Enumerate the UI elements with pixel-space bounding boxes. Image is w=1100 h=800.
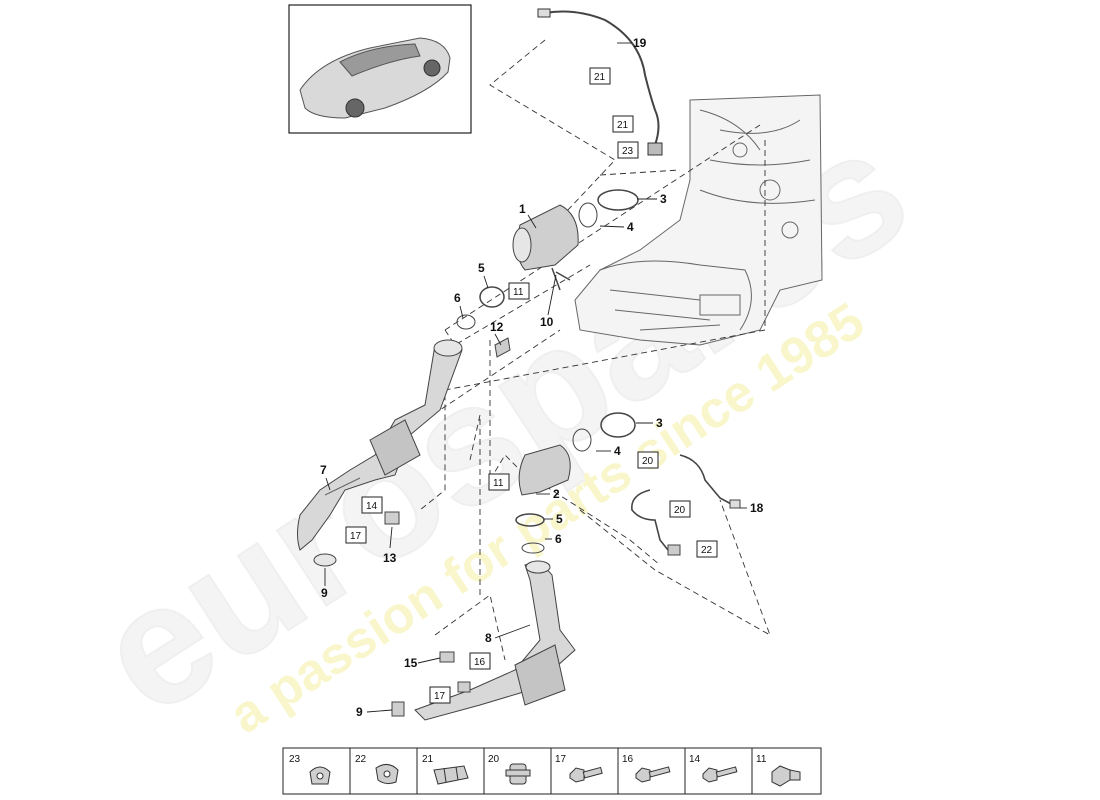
callout-9-left: 9 [321,586,328,600]
callout-13: 13 [383,551,397,565]
svg-text:20: 20 [642,456,654,467]
exhaust-pipe-right [414,412,636,721]
engine-gearbox [574,94,823,346]
svg-text:17: 17 [555,754,567,765]
boxed-callout-20-upper: 20 [637,451,659,469]
boxed-callout-11-lower: 11 [488,473,510,491]
legend-strip: 23 22 21 20 17 [282,747,822,795]
svg-text:16: 16 [622,754,634,765]
svg-text:20: 20 [674,505,686,516]
callout-5-lower: 5 [556,512,563,526]
legend-cell-22: 22 [355,754,399,785]
bracket-clip-icon [505,763,531,785]
svg-text:17: 17 [350,531,362,542]
legend-cell-20: 20 [488,754,531,785]
callout-18: 18 [750,501,764,515]
clip-icon [375,764,399,785]
boxed-callout-21-lower: 21 [612,115,634,133]
svg-text:21: 21 [617,120,629,131]
legend-cell-14: 14 [689,754,738,783]
callout-5-upper: 5 [478,261,485,275]
callout-7: 7 [320,463,327,477]
exhaust-pipe-left [297,339,463,567]
callout-2: 2 [553,487,560,501]
boxed-callout-21-upper: 21 [589,67,611,85]
boxed-callout-17-lower: 17 [429,686,451,704]
legend-cell-16: 16 [622,754,671,783]
svg-text:20: 20 [488,754,500,765]
svg-text:14: 14 [689,754,701,765]
callout-15: 15 [404,656,418,670]
svg-text:23: 23 [289,754,301,765]
callout-6-upper: 6 [454,291,461,305]
boxed-callout-17-upper: 17 [345,526,367,544]
legend-cell-17: 17 [555,754,603,783]
callout-8: 8 [485,631,492,645]
svg-text:11: 11 [756,754,767,765]
oxygen-sensor-top [537,8,663,156]
callout-9-lower: 9 [356,705,363,719]
legend-cell-11: 11 [756,754,801,787]
legend-cell-23: 23 [289,754,331,785]
boxed-callout-14: 14 [361,496,383,514]
callout-3-lower: 3 [656,416,663,430]
svg-text:11: 11 [493,478,504,489]
nut-icon [771,765,801,787]
boxed-callout-20-lower: 20 [669,500,691,518]
svg-text:17: 17 [434,691,446,702]
callout-12: 12 [490,320,504,334]
boxed-callouts: 21 21 23 11 14 17 11 20 20 22 16 17 [345,67,718,704]
svg-text:16: 16 [474,657,486,668]
svg-text:21: 21 [594,72,606,83]
callout-6-lower: 6 [555,532,562,546]
svg-text:23: 23 [622,146,634,157]
bolt-icon [635,766,671,783]
sensor-clip-icon [309,766,331,785]
oxygen-sensor-lower [631,454,741,556]
callout-10: 10 [540,315,554,329]
boxed-callout-23: 23 [617,141,639,159]
boxed-callout-22: 22 [696,540,718,558]
callout-4-upper: 4 [627,220,634,234]
callout-1: 1 [519,202,526,216]
callout-3-upper: 3 [660,192,667,206]
callout-labels: 1 19 3 4 5 6 12 10 7 13 9 3 4 2 5 6 18 8… [320,36,764,719]
callout-4-lower: 4 [614,444,621,458]
boxed-callout-11-upper: 11 [508,282,530,300]
brackets [384,511,471,717]
svg-text:21: 21 [422,754,434,765]
callout-19: 19 [633,36,647,50]
bolt-icon [702,766,738,783]
boxed-callout-16: 16 [469,652,491,670]
svg-text:22: 22 [355,754,367,765]
svg-text:11: 11 [513,287,524,298]
cable-holder-icon [433,765,469,785]
svg-text:22: 22 [701,545,713,556]
svg-text:14: 14 [366,501,378,512]
bolt-icon [569,766,603,783]
callout-ticks [324,42,747,713]
legend-cell-21: 21 [422,754,469,785]
vehicle-thumbnail [288,4,472,134]
